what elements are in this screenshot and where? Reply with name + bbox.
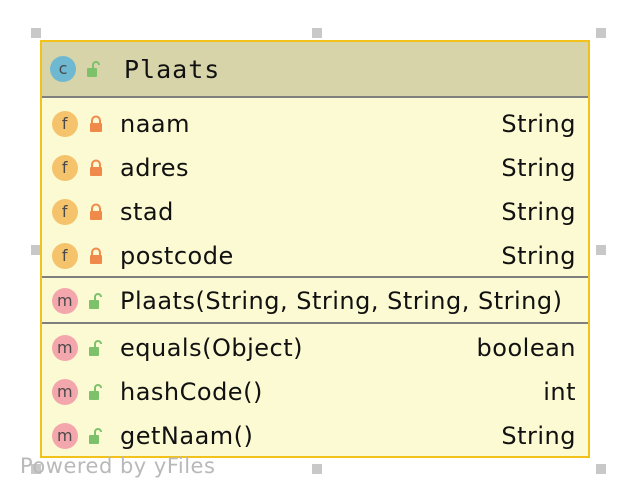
public-unlock-icon [89, 384, 102, 400]
field-kind-icon: f [52, 111, 78, 137]
constructors-section: m Plaats(String, String, String, String) [42, 278, 588, 324]
class-header: c Plaats [42, 42, 588, 98]
class-kind-icon: c [50, 56, 76, 82]
field-type: String [501, 242, 576, 270]
field-name: postcode [120, 242, 234, 270]
field-name: naam [120, 110, 191, 138]
field-row-postcode[interactable]: f postcode String [42, 234, 588, 278]
public-unlock-icon [87, 61, 100, 77]
field-kind-icon: f [52, 243, 78, 269]
class-name: Plaats [124, 54, 221, 84]
selection-handle-bottom-left[interactable] [31, 464, 41, 474]
field-name: stad [120, 198, 174, 226]
methods-section: m equals(Object) boolean m hashCode() in… [42, 324, 588, 458]
private-lock-icon [90, 203, 102, 220]
field-kind-icon: f [52, 199, 78, 225]
constructor-signature: Plaats(String, String, String, String) [120, 287, 563, 315]
private-lock-icon [90, 159, 102, 176]
field-row-adres[interactable]: f adres String [42, 146, 588, 190]
field-row-naam[interactable]: f naam String [42, 102, 588, 146]
public-unlock-icon [89, 340, 102, 356]
public-unlock-icon [89, 428, 102, 444]
method-return-type: String [501, 422, 576, 450]
public-unlock-icon [89, 293, 102, 309]
selection-handle-middle-left[interactable] [31, 245, 41, 255]
selection-handle-top-left[interactable] [31, 28, 41, 38]
field-type: String [501, 110, 576, 138]
method-row-equals[interactable]: m equals(Object) boolean [42, 326, 588, 370]
method-signature: hashCode() [120, 378, 263, 406]
selection-handle-bottom-right[interactable] [596, 464, 606, 474]
method-kind-icon: m [52, 288, 78, 314]
field-row-stad[interactable]: f stad String [42, 190, 588, 234]
selection-handle-bottom-center[interactable] [312, 464, 322, 474]
selection-handle-top-center[interactable] [312, 28, 322, 38]
method-signature: equals(Object) [120, 334, 303, 362]
watermark: Powered by yFiles [20, 454, 216, 478]
method-row-getnaam[interactable]: m getNaam() String [42, 414, 588, 458]
selection-handle-top-right[interactable] [596, 28, 606, 38]
method-signature: getNaam() [120, 422, 254, 450]
uml-class-node[interactable]: c Plaats f naam String f adres String [40, 40, 590, 458]
method-return-type: boolean [476, 334, 576, 362]
method-row-hashcode[interactable]: m hashCode() int [42, 370, 588, 414]
method-kind-icon: m [52, 335, 78, 361]
fields-section: f naam String f adres String f stad [42, 98, 588, 278]
private-lock-icon [90, 115, 102, 132]
method-return-type: int [543, 378, 576, 406]
method-kind-icon: m [52, 423, 78, 449]
field-kind-icon: f [52, 155, 78, 181]
field-name: adres [120, 154, 190, 182]
method-kind-icon: m [52, 379, 78, 405]
constructor-row[interactable]: m Plaats(String, String, String, String) [42, 278, 588, 324]
field-type: String [501, 154, 576, 182]
private-lock-icon [90, 247, 102, 264]
field-type: String [501, 198, 576, 226]
selection-handle-middle-right[interactable] [596, 245, 606, 255]
